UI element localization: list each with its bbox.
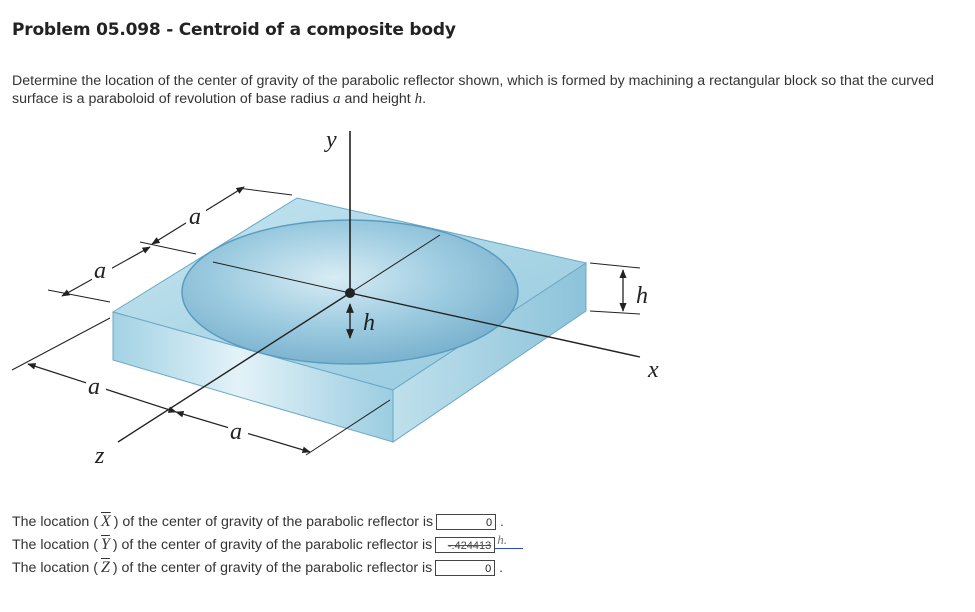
answer-row-z: The location (Z) of the center of gravit… [12,556,523,579]
bowl-diameter-line-2 [349,234,441,294]
answer-row-y: The location (Y) of the center of gravit… [12,533,524,556]
statement-text-3: . [422,91,427,107]
variable-a: a [333,91,341,107]
y-bar-answer-input[interactable]: -.424413 [435,536,496,553]
answer-prefix: The location ( [12,559,98,576]
answer-prefix: The location ( [12,536,98,553]
bowl-diameter-line [212,261,351,294]
label-z: z [94,443,105,469]
label-h-side: h [636,283,648,309]
answer-unit: h. [495,533,524,549]
z-bar-answer-input[interactable]: 0 [435,559,496,576]
label-x: x [647,357,659,383]
answer-suffix: ) of the center of gravity of the parabo… [112,536,433,553]
parabolic-reflector-figure: h y x z h a a a a [11,127,659,469]
label-a-front-left: a [88,374,100,400]
dim-left-ext-1 [47,289,111,303]
z-axis [117,292,351,443]
symbol-z-bar: Z [100,558,110,576]
problem-title: Problem 05.098 - Centroid of a composite… [12,20,456,40]
dim-top-ext-2 [139,241,197,255]
dim-top-ext-1 [237,187,293,196]
label-y: y [324,127,337,153]
answer-suffix: ) of the center of gravity of the parabo… [112,559,433,576]
statement-text-2: and height [340,91,415,107]
answers-section: The location (X) of the center of gravit… [12,510,524,579]
x-bar-answer-input[interactable]: 0 [436,513,497,530]
label-a-top: a [189,204,201,230]
h-side-ext-bottom [589,310,641,315]
variable-h: h [414,91,423,107]
x-axis [349,292,641,358]
label-h-center: h [363,310,375,336]
origin-point [345,288,355,298]
answer-prefix: The location ( [12,513,98,530]
h-side-ext-top [589,262,641,269]
answer-suffix: ) of the center of gravity of the parabo… [113,513,434,530]
label-a-left: a [94,258,106,284]
problem-statement: Determine the location of the center of … [12,72,952,108]
answer-end: . [500,514,504,529]
symbol-y-bar: Y [100,535,110,553]
symbol-x-bar: X [100,512,111,530]
label-a-front-right: a [230,419,242,445]
statement-text-1: Determine the location of the center of … [12,73,934,107]
answer-end: . [499,560,503,575]
block-side-face [392,262,587,443]
answer-row-x: The location (X) of the center of gravit… [12,510,523,533]
dim-front-ext-1 [11,317,111,371]
dim-front-ext-2 [305,399,391,456]
